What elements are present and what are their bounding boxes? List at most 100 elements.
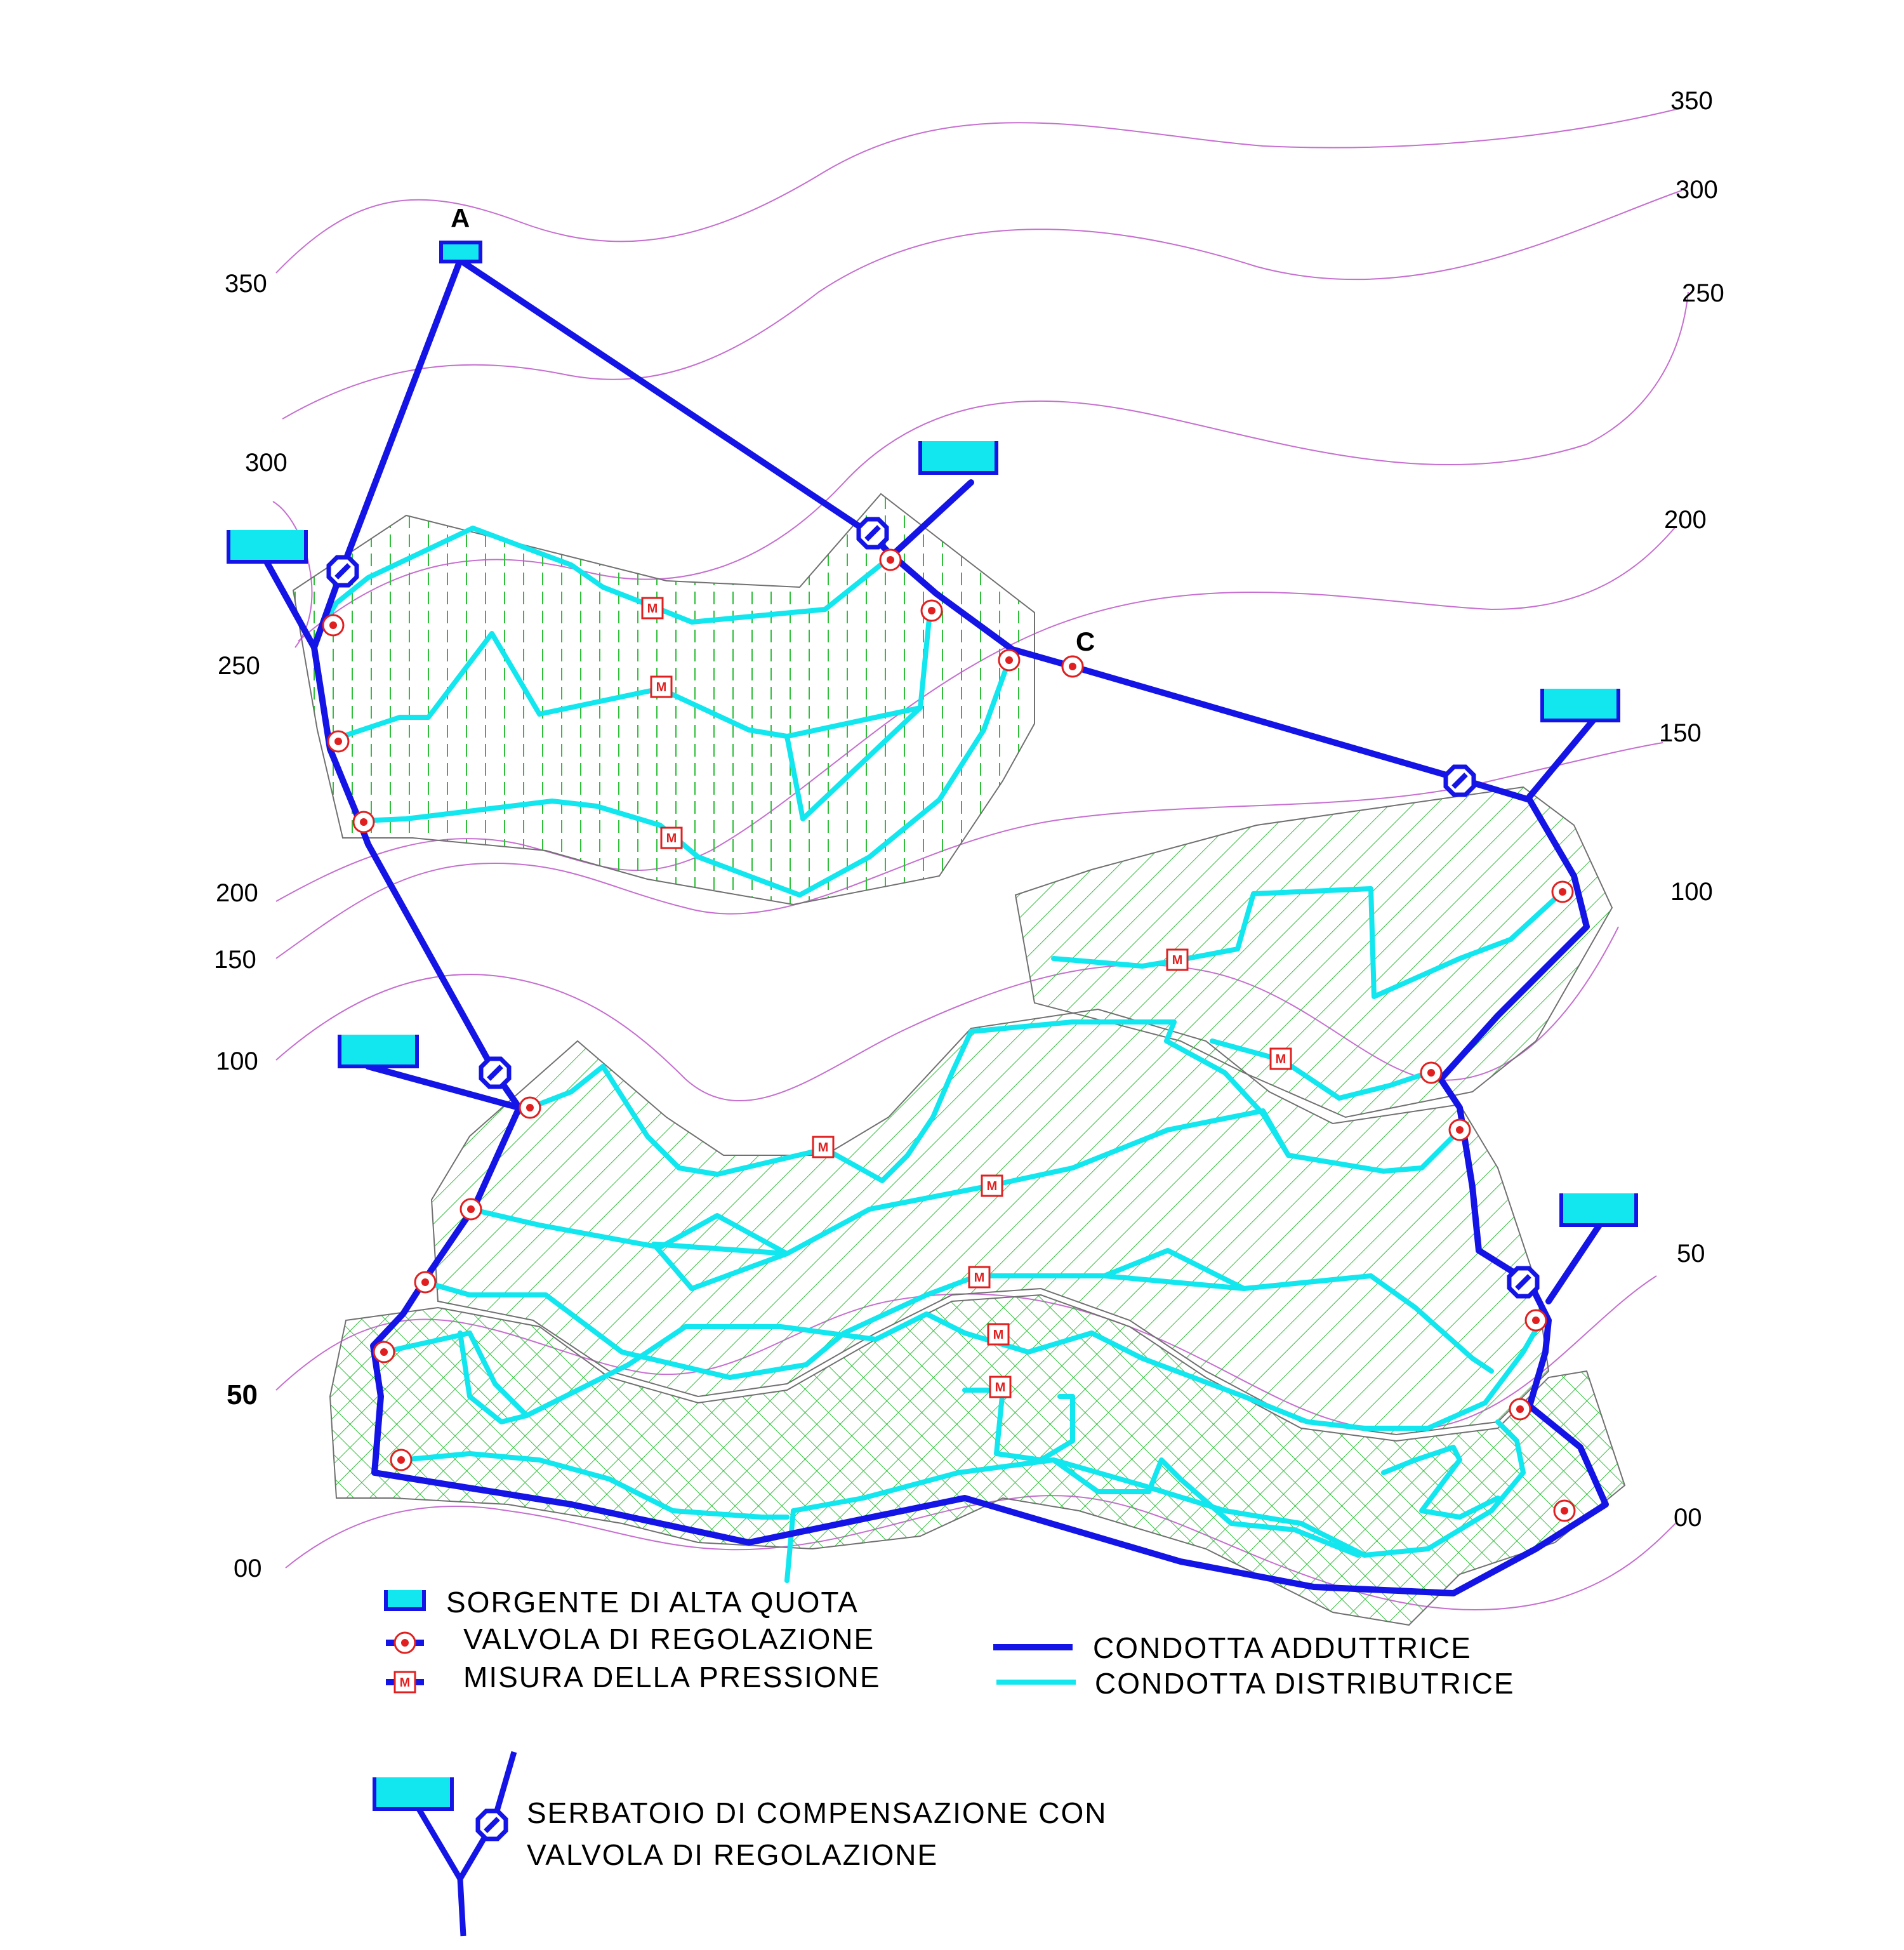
main-tank-4	[365, 1063, 522, 1111]
tank-south-east	[1559, 1193, 1638, 1227]
svg-text:M: M	[995, 1381, 1006, 1395]
valve-icon	[327, 730, 350, 753]
contour-label-150-right: 150	[1659, 719, 1702, 747]
svg-text:M: M	[974, 1271, 985, 1285]
main-tank-1	[263, 559, 317, 651]
svg-text:M: M	[987, 1179, 998, 1193]
legend-pressure-symbol: M	[386, 1671, 424, 1694]
contour-label-350-right: 350	[1670, 87, 1713, 115]
svg-text:M: M	[1172, 953, 1183, 967]
contour-label-300-right: 300	[1676, 176, 1718, 204]
valve-icon	[1553, 1499, 1576, 1522]
valve-icon	[998, 649, 1021, 672]
contour-label-50-left: 50	[227, 1379, 258, 1410]
main-network	[263, 257, 1609, 1596]
contour-label-00-left: 00	[234, 1555, 262, 1582]
svg-text:M: M	[1276, 1052, 1286, 1066]
main-valve-4	[481, 1059, 509, 1087]
contour-labels: 350 300 250 200 150 100 50 00 350 300 25…	[214, 87, 1724, 1582]
svg-text:M: M	[666, 832, 677, 846]
pressure-point: M	[989, 1376, 1012, 1398]
pressure-point: M	[641, 597, 664, 620]
valve-icon	[1509, 1398, 1531, 1421]
main-valve-3	[1446, 767, 1474, 795]
dist-l-1	[381, 1330, 631, 1418]
tank-east	[1540, 689, 1620, 722]
zone-upper	[292, 493, 1035, 906]
legend-source-symbol	[384, 1590, 426, 1611]
pressure-points: M M M M M M M M	[641, 597, 1292, 1398]
main-valve-2	[859, 519, 887, 547]
dist-l-8	[1381, 1445, 1500, 1520]
pressure-point: M	[987, 1323, 1010, 1346]
valve-icon	[920, 599, 943, 622]
valve-icon	[519, 1096, 541, 1119]
dist-c-1	[527, 1019, 1177, 1183]
contour-label-200-right: 200	[1664, 506, 1707, 534]
dist-c-3	[468, 1108, 1291, 1291]
dist-l-2	[626, 1311, 1538, 1431]
contour-350	[275, 107, 1683, 274]
valve-icon	[1448, 1118, 1471, 1141]
dist-l-3	[458, 1330, 529, 1424]
pressure-point: M	[812, 1136, 835, 1158]
source-tank-a	[439, 241, 482, 263]
legend-main-pipe-label: CONDOTTA ADDUTTRICE	[1093, 1631, 1472, 1664]
svg-text:M: M	[818, 1141, 829, 1155]
legend-tank-label-2: VALVOLA DI REGOLAZIONE	[527, 1838, 938, 1871]
contour-label-250-right: 250	[1682, 279, 1724, 307]
valve-icon	[1524, 1309, 1547, 1332]
legend-dist-pipe-label: CONDOTTA DISTRIBUTRICE	[1095, 1667, 1515, 1700]
main-tank-5	[1545, 1222, 1603, 1304]
valve-icon	[1420, 1061, 1443, 1084]
dist-east-1	[1051, 886, 1565, 999]
distribution-network	[315, 526, 1565, 1583]
dist-c-5	[975, 1273, 1246, 1291]
svg-text:M: M	[993, 1328, 1004, 1342]
contour-label-250-left: 250	[218, 652, 260, 680]
contour-label-350-left: 350	[225, 270, 267, 298]
main-valve-1	[329, 557, 357, 585]
svg-text:M: M	[400, 1676, 411, 1690]
dist-east-2	[1210, 1038, 1431, 1101]
contour-label-50-right: 50	[1677, 1240, 1705, 1268]
tank-left-middle	[338, 1035, 419, 1068]
contour-300	[282, 190, 1683, 420]
main-tank-3	[1526, 717, 1596, 800]
pressure-point: M	[981, 1174, 1003, 1197]
tank-left-top	[227, 530, 308, 564]
valve-icon	[879, 548, 902, 571]
valve-icon	[352, 811, 375, 833]
valve-icon	[373, 1341, 395, 1363]
legend-tank-symbol	[373, 1751, 517, 1937]
valve-icon	[414, 1271, 437, 1294]
contour-label-300-left: 300	[245, 449, 288, 477]
point-label-a: A	[451, 203, 470, 233]
main-a-left	[311, 257, 1609, 1596]
legend-valve-label: VALVOLA DI REGOLAZIONE	[463, 1622, 875, 1655]
contour-label-200-left: 200	[216, 879, 258, 907]
zone-lower	[329, 1294, 1626, 1626]
valve-icon	[1551, 880, 1574, 903]
tank-upper-middle	[918, 441, 998, 475]
dist-upper-1	[315, 526, 891, 637]
valve-icon	[459, 1198, 482, 1221]
pressure-point: M	[650, 675, 673, 698]
dist-c-4	[423, 1248, 1494, 1380]
pressure-point: M	[1166, 948, 1189, 971]
dist-l-4	[784, 1419, 1526, 1583]
svg-text:M: M	[647, 602, 658, 616]
dist-upper-4	[360, 658, 1012, 898]
pressure-point: M	[1269, 1047, 1292, 1070]
contour-label-150-left: 150	[214, 946, 256, 974]
point-label-c: C	[1076, 627, 1095, 656]
dist-upper-2	[333, 631, 923, 741]
main-valve-5	[1509, 1268, 1537, 1296]
pressure-point: M	[968, 1266, 991, 1289]
valve-icon	[390, 1449, 413, 1471]
point-c-valve	[1061, 655, 1084, 678]
tanks	[227, 241, 1638, 1227]
dist-l-5	[399, 1451, 790, 1520]
dist-l-7	[1051, 1457, 1361, 1558]
